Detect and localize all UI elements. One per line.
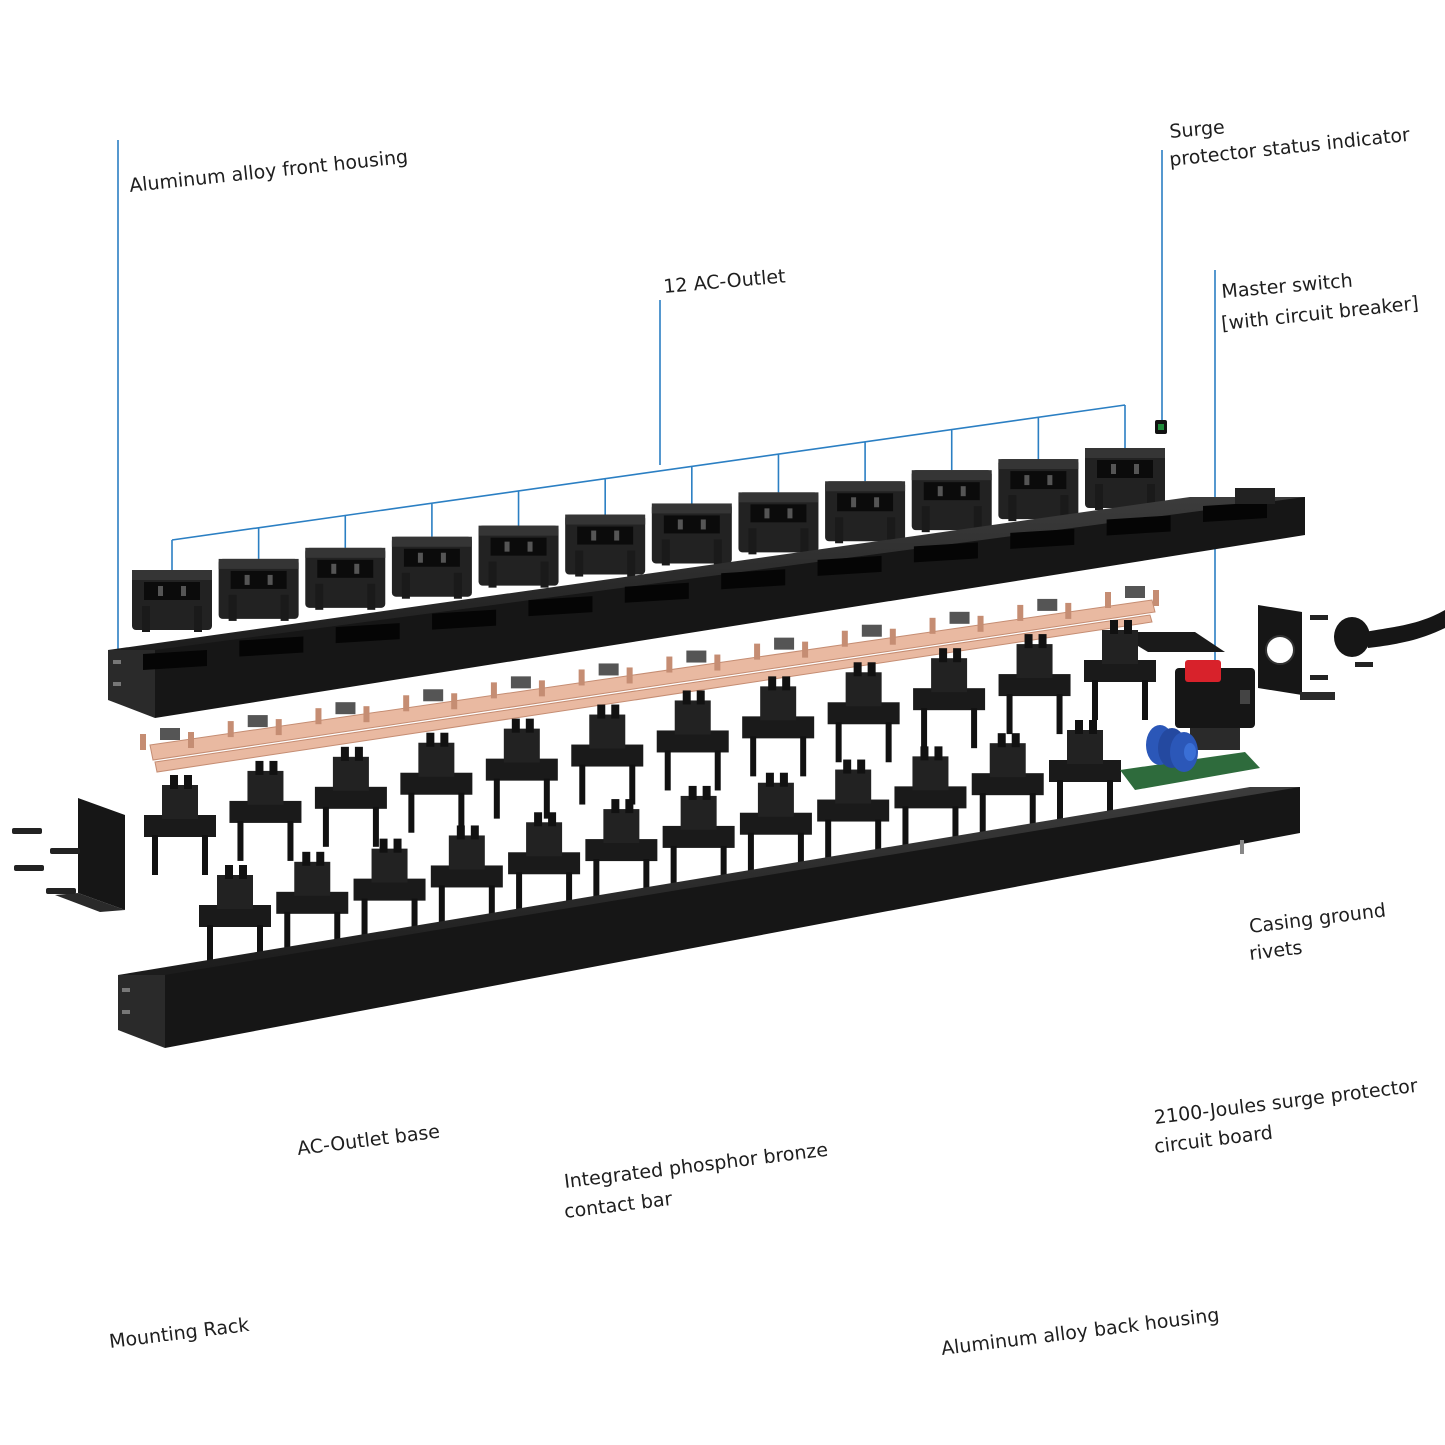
ac-outlet-bases bbox=[144, 620, 1156, 965]
contact-clip bbox=[140, 728, 194, 750]
front-housing-opening bbox=[913, 542, 978, 563]
switch-cover-plate bbox=[1115, 632, 1225, 652]
front-housing-opening bbox=[432, 609, 497, 630]
contact-clip bbox=[1105, 586, 1159, 608]
back-housing-rail bbox=[118, 787, 1300, 1048]
ac-outlet bbox=[565, 514, 646, 577]
front-housing-opening bbox=[1010, 528, 1075, 549]
front-housing-openings bbox=[143, 502, 1267, 670]
surge-protector-board bbox=[1120, 725, 1260, 790]
front-housing-opening bbox=[817, 555, 882, 576]
ac-outlet-base bbox=[314, 746, 387, 847]
label-contact-bar-1: Integrated phosphor bronze bbox=[563, 1139, 829, 1193]
ac-outlet bbox=[651, 503, 732, 566]
ac-outlet-base bbox=[585, 799, 658, 900]
label-outlet-base: AC-Outlet base bbox=[296, 1121, 441, 1160]
ac-outlet-base bbox=[430, 825, 503, 926]
contact-clip bbox=[1017, 598, 1072, 621]
contact-clips bbox=[140, 586, 1159, 750]
label-contact-bar-2: contact bar bbox=[563, 1188, 674, 1223]
contact-clip bbox=[227, 715, 282, 738]
ac-outlet-base bbox=[971, 733, 1044, 834]
ground-rivet bbox=[1240, 840, 1244, 854]
label-master-switch-1: Master switch bbox=[1221, 270, 1354, 303]
ac-outlet-base bbox=[485, 718, 558, 819]
label-outlets: 12 AC-Outlet bbox=[663, 265, 787, 298]
label-back-housing: Aluminum alloy back housing bbox=[940, 1304, 1221, 1360]
front-housing-opening bbox=[624, 582, 689, 603]
ac-outlet-base bbox=[894, 746, 967, 847]
ac-outlet-base bbox=[144, 775, 216, 875]
ac-outlet-base bbox=[817, 759, 890, 860]
ac-outlet bbox=[738, 492, 819, 555]
contact-clip bbox=[490, 676, 545, 699]
label-ground-rivets-1: Casing ground bbox=[1248, 899, 1387, 938]
front-housing-opening bbox=[1106, 515, 1171, 536]
ac-outlet-base bbox=[998, 634, 1071, 735]
ac-outlet bbox=[1085, 448, 1165, 510]
label-front-housing: Aluminum alloy front housing bbox=[128, 146, 409, 197]
label-ground-rivets-2: rivets bbox=[1248, 937, 1304, 965]
front-housing-opening bbox=[335, 623, 400, 644]
end-cap-and-power-cord bbox=[1258, 605, 1445, 700]
master-switch bbox=[1175, 660, 1255, 750]
ac-outlet bbox=[825, 481, 906, 544]
ac-outlet bbox=[391, 536, 472, 599]
front-housing-opening bbox=[1203, 502, 1267, 522]
phosphor-bronze-contact-bar bbox=[140, 586, 1159, 773]
ac-outlet-base bbox=[276, 851, 349, 952]
ac-outlet-base bbox=[742, 676, 815, 777]
ac-outlets-row bbox=[132, 448, 1165, 632]
ac-outlet-base bbox=[827, 662, 900, 763]
contact-clip bbox=[841, 624, 896, 647]
ac-outlet-base bbox=[656, 690, 729, 791]
contact-clip bbox=[403, 689, 458, 712]
ac-outlet-base bbox=[508, 812, 581, 913]
contact-clip bbox=[578, 663, 633, 686]
contact-clip bbox=[754, 637, 809, 660]
front-housing-logo-plate bbox=[1235, 488, 1275, 504]
contact-clip bbox=[315, 702, 370, 725]
ac-outlet bbox=[998, 459, 1079, 522]
ac-outlet-base bbox=[739, 772, 812, 873]
front-housing-opening bbox=[721, 569, 786, 590]
contact-clip bbox=[666, 650, 721, 673]
front-housing-opening bbox=[528, 596, 593, 617]
label-mounting-rack: Mounting Rack bbox=[108, 1314, 250, 1353]
ac-outlet bbox=[305, 547, 386, 610]
label-status-indicator-1: Surge bbox=[1169, 116, 1226, 143]
ac-outlet-base bbox=[913, 648, 986, 749]
leader-outlets-bracket bbox=[171, 404, 1126, 570]
front-housing-opening bbox=[239, 636, 304, 657]
label-surge-board-1: 2100-Joules surge protector bbox=[1153, 1075, 1419, 1129]
ac-outlet-base bbox=[1049, 720, 1121, 820]
ac-outlet-base bbox=[199, 865, 271, 965]
ac-outlet bbox=[478, 525, 559, 588]
ac-outlet-base bbox=[662, 785, 735, 886]
ac-outlet-base bbox=[1084, 620, 1156, 720]
front-housing-opening bbox=[143, 650, 207, 670]
status-indicator-light bbox=[1158, 424, 1164, 430]
ac-outlet-base bbox=[353, 838, 426, 939]
ac-outlet-base bbox=[229, 760, 302, 861]
ac-outlet bbox=[911, 470, 992, 533]
ac-outlet-base bbox=[400, 732, 473, 833]
ac-outlet bbox=[218, 558, 299, 621]
leader-outlet-branches bbox=[171, 404, 1126, 570]
ac-outlet-base bbox=[571, 704, 644, 805]
switch-rocker bbox=[1185, 660, 1221, 682]
mounting-rack bbox=[12, 798, 125, 912]
contact-clip bbox=[929, 611, 984, 634]
ac-outlet bbox=[132, 570, 212, 632]
front-housing-rail bbox=[108, 488, 1305, 718]
